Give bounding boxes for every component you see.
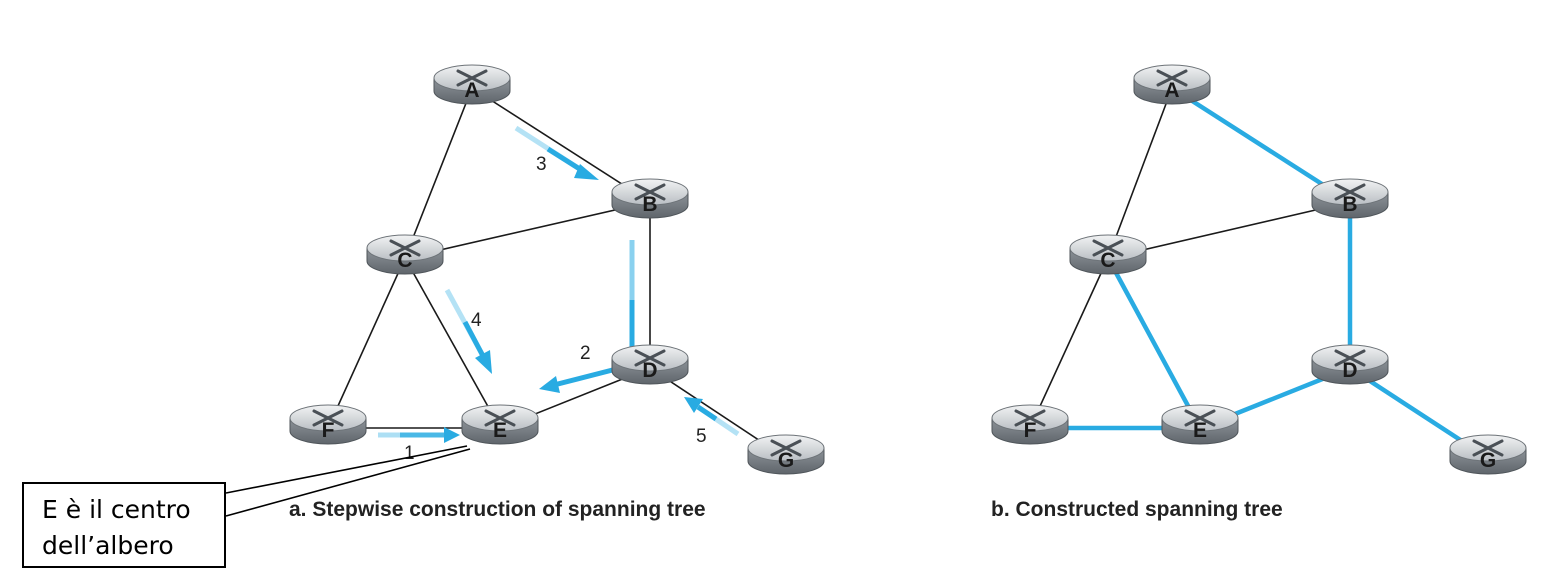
step-label-5: 5 [696,426,707,447]
link-c-f [1029,257,1109,429]
router-label: E [493,419,507,442]
step-label-2: 2 [580,343,591,364]
router-label: D [1342,359,1357,382]
router-label: C [1100,249,1115,272]
step-arrow-5 [684,397,740,437]
router-symbol-icon [1092,239,1124,257]
link-a-b [471,87,651,203]
router-b: B [1311,178,1389,219]
router-symbol-icon [312,409,344,427]
panel-b-links [1029,87,1351,429]
panel-a-step-labels: 1 2 3 4 5 [404,154,707,464]
step-label-4: 4 [471,310,482,331]
panel-b: A B C D E F G b. Constructed spanning tree [991,64,1527,521]
router-f: F [991,404,1069,445]
router-symbol-icon [1334,183,1366,201]
step-arrow-4 [444,288,492,374]
router-g: G [1449,434,1527,475]
link-a-c [404,87,473,259]
link-c-b [1107,201,1351,259]
router-label: D [642,359,657,382]
router-a: A [433,64,511,105]
panel-a-caption: a. Stepwise construction of spanning tre… [289,498,706,521]
panel-b-routers: A B C D E F G [991,64,1527,475]
router-label: A [464,79,479,102]
router-e: E [1161,404,1239,445]
callout-line-2: dell’albero [42,531,174,560]
router-symbol-icon [389,239,421,257]
link-c-e [404,257,501,429]
router-label: B [1342,193,1357,216]
step-arrow-1 [378,427,460,443]
router-b: B [611,178,689,219]
router-e: E [461,404,539,445]
panel-b-caption: b. Constructed spanning tree [991,498,1283,521]
tree-edge-c-e [1106,256,1202,430]
link-c-f [327,257,406,429]
panel-a-routers: A B C D E F G [289,64,825,475]
router-c: C [1069,234,1147,275]
link-a-c [1107,87,1173,259]
router-symbol-icon [484,409,516,427]
router-label: E [1193,419,1207,442]
panel-a-step-arrows [378,125,740,443]
router-symbol-icon [456,69,488,87]
router-symbol-icon [1334,349,1366,367]
panel-a: 1 2 3 4 5 A B C D E F G a. Stepwise constructi… [289,64,825,521]
router-label: B [642,193,657,216]
router-label: C [397,249,412,272]
callout-note: E è il centro dell’albero [22,482,226,568]
router-symbol-icon [1184,409,1216,427]
router-label: A [1164,79,1179,102]
router-f: F [289,404,367,445]
callout-line-1: E è il centro [42,495,191,524]
router-symbol-icon [1014,409,1046,427]
link-c-b [404,201,651,259]
step-label-3: 3 [536,154,547,175]
step-label-1: 1 [404,443,415,464]
callout-pointer [225,445,471,517]
router-label: F [1024,419,1037,442]
router-c: C [366,234,444,275]
router-d: D [611,344,689,385]
router-label: G [778,449,794,472]
router-symbol-icon [1156,69,1188,87]
router-symbol-icon [634,349,666,367]
router-d: D [1311,344,1389,385]
router-symbol-icon [1472,439,1504,457]
router-symbol-icon [634,183,666,201]
router-label: F [322,419,335,442]
router-label: G [1480,449,1496,472]
step-arrow-3 [514,125,599,180]
router-g: G [747,434,825,475]
tree-edge-a-b [1170,86,1352,204]
router-symbol-icon [770,439,802,457]
router-a: A [1133,64,1211,105]
